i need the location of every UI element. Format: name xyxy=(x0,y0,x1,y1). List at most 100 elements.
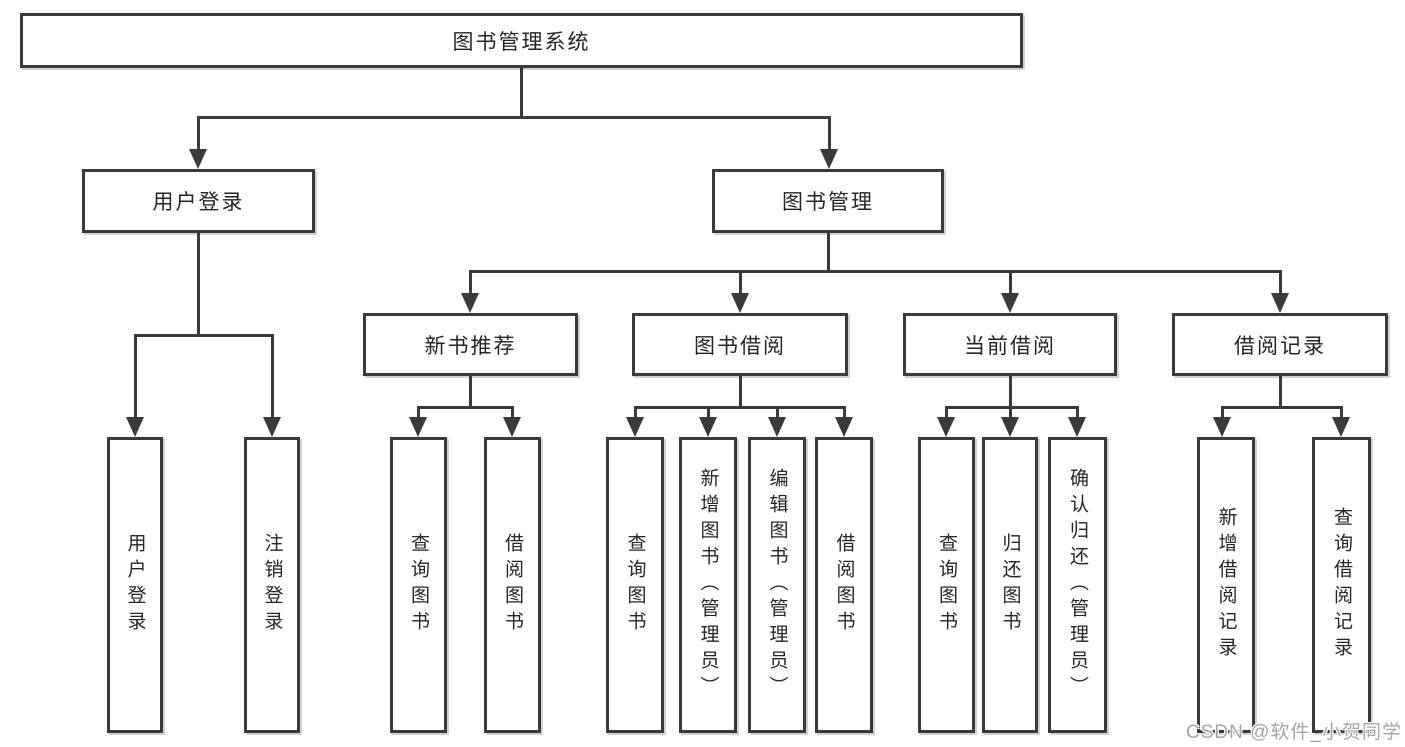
arrow-stem xyxy=(827,117,831,151)
node-label: 确认归还（管理员） xyxy=(1067,468,1088,702)
connector-line xyxy=(1278,376,1282,409)
arrow-stem xyxy=(196,117,200,151)
node-label: 查询借阅记录 xyxy=(1331,507,1352,663)
arrowhead-down-icon xyxy=(1001,293,1019,313)
connector-arrow xyxy=(1001,407,1019,437)
arrowhead-down-icon xyxy=(1068,417,1086,437)
node-current-borrowing: 当前借阅 xyxy=(903,313,1117,376)
connector-arrow xyxy=(768,407,786,437)
connector-line xyxy=(519,68,523,119)
node-edit-books-admin: 编辑图书（管理员） xyxy=(748,437,806,733)
node-label: 新增借阅记录 xyxy=(1215,507,1237,663)
node-book-management: 图书管理 xyxy=(712,169,944,233)
arrow-stem xyxy=(1008,407,1012,419)
arrowhead-down-icon xyxy=(189,149,207,169)
arrow-stem xyxy=(633,407,637,419)
node-label: 新增图书（管理员） xyxy=(697,468,719,702)
node-system-root: 图书管理系统 xyxy=(20,13,1023,68)
connector-arrow xyxy=(189,117,207,169)
connector-arrow xyxy=(626,407,644,437)
connector-line xyxy=(416,405,514,409)
arrow-stem xyxy=(1008,271,1012,295)
connector-arrow xyxy=(1332,407,1350,437)
connector-arrow xyxy=(835,407,853,437)
node-confirm-return-admin: 确认归还（管理员） xyxy=(1048,437,1107,733)
node-label: 借阅图书 xyxy=(502,533,523,637)
node-label: 归还图书 xyxy=(999,533,1021,637)
connector-line xyxy=(196,115,831,119)
connector-arrow xyxy=(461,271,479,313)
node-label: 当前借阅 xyxy=(964,334,1056,358)
arrow-stem xyxy=(738,271,742,295)
connector-line xyxy=(468,376,472,409)
arrow-stem xyxy=(775,407,779,419)
node-borrow-books-borrowing: 借阅图书 xyxy=(815,437,873,733)
arrow-stem xyxy=(944,407,948,419)
node-label: 图书管理系统 xyxy=(452,30,591,54)
connector-line xyxy=(826,233,830,273)
node-query-borrow-record: 查询借阅记录 xyxy=(1312,437,1371,733)
connector-arrow xyxy=(699,407,717,437)
node-return-books: 归还图书 xyxy=(982,437,1038,733)
arrow-stem xyxy=(133,335,137,419)
connector-arrow xyxy=(731,271,749,313)
connector-line xyxy=(944,405,1079,409)
connector-arrow xyxy=(503,407,521,437)
connector-arrow xyxy=(937,407,955,437)
node-add-borrow-record: 新增借阅记录 xyxy=(1197,437,1255,733)
arrowhead-down-icon xyxy=(409,417,427,437)
node-new-book-recommend: 新书推荐 xyxy=(363,313,578,376)
node-label: 查询图书 xyxy=(408,533,429,637)
connector-line xyxy=(633,405,846,409)
connector-arrow xyxy=(1213,407,1231,437)
node-query-books-recommend: 查询图书 xyxy=(390,437,447,733)
node-label: 查询图书 xyxy=(936,533,957,637)
arrowhead-down-icon xyxy=(461,293,479,313)
connector-line xyxy=(738,376,742,409)
connector-line xyxy=(1008,376,1012,409)
connector-arrow xyxy=(820,117,838,169)
arrowhead-down-icon xyxy=(503,417,521,437)
node-add-books-admin: 新增图书（管理员） xyxy=(679,437,737,733)
arrow-stem xyxy=(416,407,420,419)
arrowhead-down-icon xyxy=(731,293,749,313)
connector-line xyxy=(468,269,1282,273)
node-label: 查询图书 xyxy=(624,533,646,637)
node-borrow-books-recommend: 借阅图书 xyxy=(484,437,541,733)
node-user-login: 用户登录 xyxy=(82,169,315,233)
arrowhead-down-icon xyxy=(768,417,786,437)
node-label: 用户登录 xyxy=(152,191,245,214)
connector-arrow xyxy=(409,407,427,437)
node-user-login-leaf: 用户登录 xyxy=(107,437,163,733)
node-book-borrowing: 图书借阅 xyxy=(632,313,848,376)
arrowhead-down-icon xyxy=(937,417,955,437)
arrowhead-down-icon xyxy=(263,417,281,437)
connector-arrow xyxy=(1271,271,1289,313)
node-label: 用户登录 xyxy=(124,533,146,637)
connector-line xyxy=(1220,405,1343,409)
arrow-stem xyxy=(510,407,514,419)
node-label: 图书借阅 xyxy=(694,334,786,358)
arrow-stem xyxy=(842,407,846,419)
arrowhead-down-icon xyxy=(835,417,853,437)
arrowhead-down-icon xyxy=(126,417,144,437)
arrow-stem xyxy=(1220,407,1224,419)
connector-arrow xyxy=(1068,407,1086,437)
arrowhead-down-icon xyxy=(626,417,644,437)
node-label: 图书管理 xyxy=(782,191,874,214)
connector-arrow xyxy=(126,335,144,437)
arrow-stem xyxy=(1075,407,1079,419)
connector-line xyxy=(133,333,274,337)
node-label: 新书推荐 xyxy=(424,334,517,358)
node-query-books-current: 查询图书 xyxy=(918,437,975,733)
node-label: 借阅图书 xyxy=(833,533,855,637)
connector-arrow xyxy=(1001,271,1019,313)
arrow-stem xyxy=(1339,407,1343,419)
arrow-stem xyxy=(468,271,472,295)
node-label: 借阅记录 xyxy=(1234,334,1326,358)
connector-arrow xyxy=(263,335,281,437)
node-label: 注销登录 xyxy=(261,533,283,637)
arrow-stem xyxy=(706,407,710,419)
connector-line xyxy=(196,233,200,337)
